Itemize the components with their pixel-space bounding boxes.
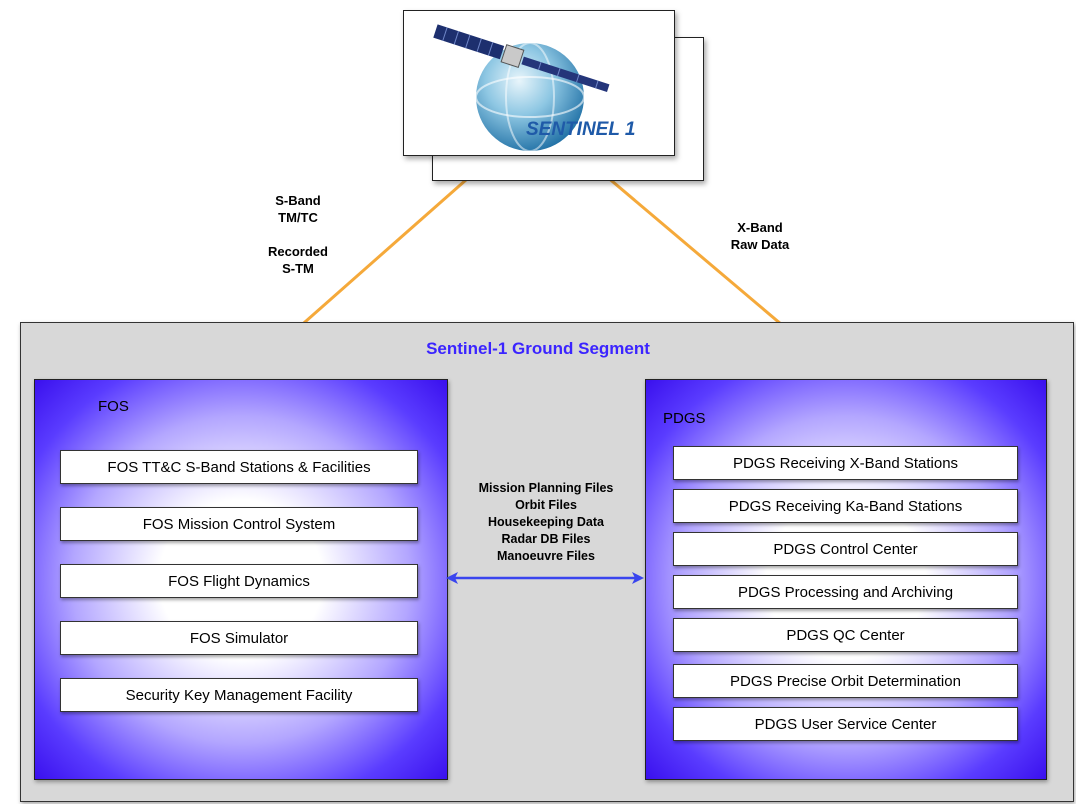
pdgs-item: PDGS Receiving X-Band Stations [673, 446, 1018, 480]
interface-files-label: Mission Planning Files Orbit Files House… [448, 480, 644, 565]
x-band-label-line: Raw Data [730, 237, 790, 252]
fos-item: FOS TT&C S-Band Stations & Facilities [60, 450, 418, 484]
fos-item: FOS Simulator [60, 621, 418, 655]
pdgs-title: PDGS [663, 410, 706, 427]
pdgs-item: PDGS QC Center [673, 618, 1018, 652]
x-band-label-line: X-Band [737, 220, 783, 235]
pdgs-item: PDGS Processing and Archiving [673, 575, 1018, 609]
satellite-name: SENTINEL 1 [526, 119, 635, 140]
pdgs-item: PDGS Precise Orbit Determination [673, 664, 1018, 698]
s-band-label-line: S-TM [282, 261, 314, 276]
interface-file: Orbit Files [515, 498, 577, 512]
x-band-link-label: X-Band Raw Data [710, 219, 810, 253]
interface-file: Mission Planning Files [478, 481, 614, 495]
fos-item: Security Key Management Facility [60, 678, 418, 712]
fos-item: FOS Mission Control System [60, 507, 418, 541]
ground-segment-title: Sentinel-1 Ground Segment [426, 339, 650, 358]
interface-file: Housekeeping Data [487, 515, 604, 529]
s-band-link-label: S-Band TM/TC Recorded S-TM [248, 192, 348, 277]
pdgs-item: PDGS User Service Center [673, 707, 1018, 741]
s-band-label-line: S-Band [275, 193, 321, 208]
interface-file: Radar DB Files [501, 532, 591, 546]
interface-file: Manoeuvre Files [497, 549, 595, 563]
pdgs-item: PDGS Receiving Ka-Band Stations [673, 489, 1018, 523]
pdgs-item: PDGS Control Center [673, 532, 1018, 566]
sentinel-1-logo: SENTINEL 1 [433, 24, 635, 151]
s-band-label-line: Recorded [268, 244, 328, 259]
fos-title: FOS [98, 398, 129, 415]
fos-item: FOS Flight Dynamics [60, 564, 418, 598]
satellite-card: SENTINEL 1 [403, 10, 675, 156]
s-band-label-line: TM/TC [278, 210, 318, 225]
satellite-icon [433, 24, 610, 93]
